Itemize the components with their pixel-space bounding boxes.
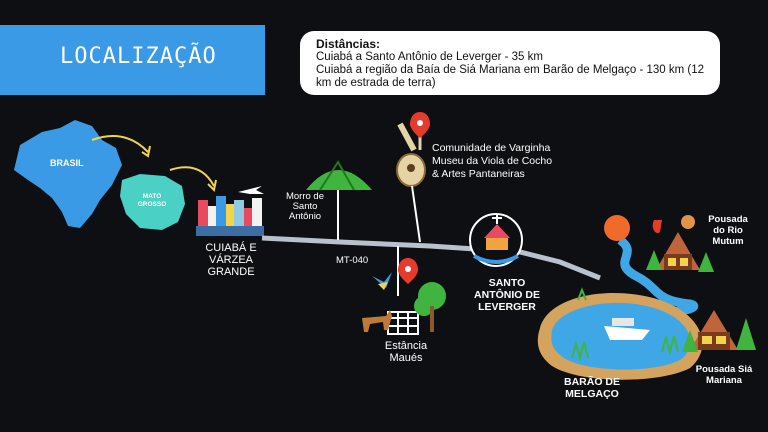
label-morro-3: Antônio <box>288 211 322 222</box>
label-road-mt-040: MT-040 <box>336 255 369 266</box>
label-barao-2: MELGAÇO <box>565 388 619 400</box>
label-mato-grosso-2: GROSSO <box>137 201 167 208</box>
label-brasil: BRASIL <box>50 158 84 168</box>
pantanal-lake-icon <box>537 236 703 380</box>
boat-icon <box>604 326 650 340</box>
horse-icon <box>362 310 392 332</box>
morro-santo-antonio-icon <box>306 160 372 240</box>
label-rio-mutum-1: Pousada <box>708 214 748 225</box>
label-museu-1: Comunidade de Varginha <box>432 142 551 154</box>
location-pin-estancia-icon <box>398 258 418 284</box>
sun-icon <box>604 215 630 241</box>
owl-icon <box>681 215 695 229</box>
pousada-sia-mariana-icon <box>682 310 756 352</box>
distance-line-1: Cuiabá a Santo Antônio de Leverger - 35 … <box>316 51 543 63</box>
viola-de-cocho-icon <box>396 120 426 243</box>
page-title: LOCALIZAÇÃO <box>60 44 217 69</box>
label-barao-1: BARÃO DE <box>563 376 620 388</box>
arrow-brasil-mt <box>91 135 149 153</box>
label-morro-1: Morro de <box>285 191 324 202</box>
label-estancia-1: Estância <box>384 340 428 352</box>
location-pin-museu-icon <box>410 112 430 138</box>
label-santo-antonio-1: SANTO <box>488 277 526 289</box>
label-cuiaba-2: VÁRZEA <box>208 254 253 266</box>
label-cuiaba-1: CUIABÁ E <box>205 242 257 254</box>
distances-panel <box>300 31 720 95</box>
label-mato-grosso-1: MATO <box>142 193 162 200</box>
label-santo-antonio-2: ANTÔNIO DE <box>474 289 540 301</box>
label-estancia-2: Maués <box>389 352 423 364</box>
santo-antonio-church-icon <box>469 213 523 267</box>
mato-grosso-map <box>120 174 185 230</box>
road-mt-040 <box>261 235 601 281</box>
distance-line-2: Cuiabá a região da Baía de Siá Mariana e… <box>316 64 705 76</box>
parrot-icon <box>652 220 662 234</box>
arrow-mt-cuiaba <box>169 166 215 187</box>
title-banner <box>0 25 265 95</box>
label-sia-mariana-2: Mariana <box>706 375 742 386</box>
distances-title: Distâncias: <box>316 37 381 51</box>
label-museu-3: & Artes Pantaneiras <box>432 168 525 180</box>
estancia-farm-icon <box>362 272 446 335</box>
label-rio-mutum-2: do Rio <box>713 225 743 236</box>
label-museu-2: Museu da Viola de Cocho <box>432 155 553 167</box>
label-rio-mutum-3: Mutum <box>712 236 744 247</box>
brasil-map <box>14 120 122 228</box>
distance-line-3: km de estrada de terra) <box>316 77 436 89</box>
cuiaba-city-icon <box>196 186 264 236</box>
label-cuiaba-3: GRANDE <box>207 266 255 278</box>
pousada-rio-mutum-icon <box>646 215 714 272</box>
label-morro-2: Santo <box>292 201 318 212</box>
label-santo-antonio-3: LEVERGER <box>478 301 536 313</box>
airplane-icon <box>238 186 264 194</box>
label-sia-mariana-1: Pousada Siá <box>695 364 753 375</box>
